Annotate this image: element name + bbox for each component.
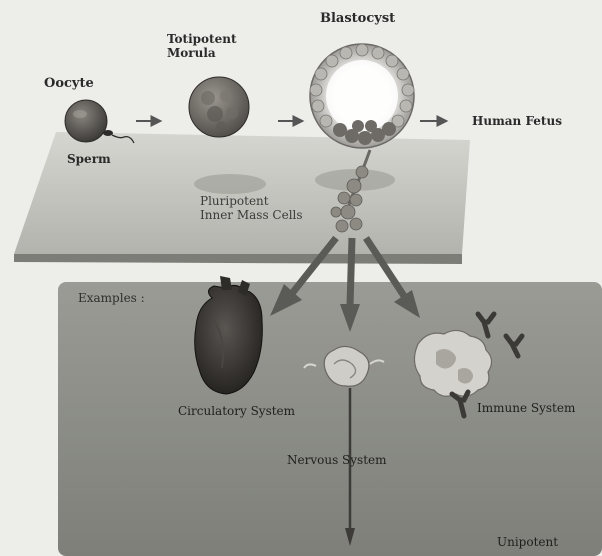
human-fetus-label: Human Fetus <box>472 115 562 129</box>
circulatory-system-label: Circulatory System <box>178 405 295 419</box>
immune-system-label: Immune System <box>477 402 575 416</box>
nervous-system-label: Nervous System <box>287 454 387 468</box>
pluripotent-label: Pluripotent Inner Mass Cells <box>200 195 303 223</box>
unipotent-label: Unipotent <box>497 536 558 550</box>
blastocyst-label: Blastocyst <box>320 12 395 27</box>
oocyte-icon <box>65 100 107 142</box>
bottom-panel <box>58 282 602 556</box>
blastocyst-icon <box>310 44 414 148</box>
sperm-label: Sperm <box>67 153 111 167</box>
oocyte-label: Oocyte <box>44 77 94 92</box>
examples-label: Examples : <box>78 292 145 306</box>
immune-cells-icon <box>414 330 491 396</box>
totipotent-line2: Morula <box>167 47 237 61</box>
totipotent-morula-label: Totipotent Morula <box>167 33 237 61</box>
pluripotent-line2: Inner Mass Cells <box>200 209 303 223</box>
morula-icon <box>189 77 249 137</box>
pluripotent-line1: Pluripotent <box>200 195 303 209</box>
totipotent-line1: Totipotent <box>167 33 237 47</box>
